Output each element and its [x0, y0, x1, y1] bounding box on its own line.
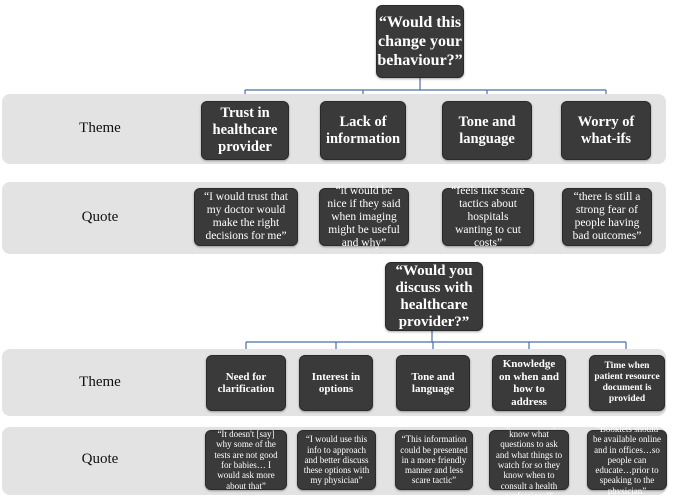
theme-band-label: Theme — [79, 374, 121, 390]
quote-text: “feels like scare tactics about hospital… — [451, 184, 525, 249]
quote-text: “I would use this info to approach and b… — [303, 434, 370, 486]
quote-band-label: Quote — [81, 209, 119, 225]
theme-box: Need for clarification — [206, 355, 286, 411]
quote-box: “it would be nice if they said when imag… — [319, 185, 409, 249]
quote-box: “there is still a strong fear of people … — [562, 188, 652, 246]
quote-box: “I would use this info to approach and b… — [297, 430, 376, 490]
theme-text: Knowledge on when and how to address — [499, 358, 559, 408]
quote-box: “I would trust that my doctor would make… — [194, 188, 298, 246]
theme-box: Worry of what-ifs — [561, 101, 651, 160]
quote-box: “Booklets should be available online and… — [587, 424, 667, 496]
quote-text: “Booklets should be available online and… — [593, 423, 661, 496]
quote-box: “feels like scare tactics about hospital… — [442, 185, 534, 249]
theme-box: Tone and language — [396, 355, 470, 411]
theme-text: Worry of what-ifs — [577, 113, 635, 147]
theme-box: Trust in healthcare provider — [201, 101, 289, 160]
theme-text: Interest in options — [311, 370, 361, 396]
quote-box: “It doesn't [say] why some of the tests … — [205, 429, 287, 491]
quote-text: “I would trust that my doctor would make… — [204, 191, 288, 242]
theme-box: Tone and language — [442, 101, 532, 160]
quote-text: “It doesn't [say] why some of the tests … — [214, 429, 278, 491]
theme-box: Time when patient resource document is p… — [589, 355, 665, 411]
question-box-behaviour: “Would this change your behaviour?” — [376, 5, 464, 78]
question-box-discuss: “Would you discuss with healthcare provi… — [385, 262, 483, 331]
theme-box: Lack of information — [320, 101, 406, 160]
quote-text: “[Patients can] know what questions to a… — [495, 418, 563, 501]
quote-box: “[Patients can] know what questions to a… — [489, 419, 569, 501]
question-text: “Would this change your behaviour?” — [377, 14, 463, 69]
theme-text: Trust in healthcare provider — [212, 105, 278, 155]
quote-box: “This information could be presented in … — [395, 430, 473, 490]
theme-text: Tone and language — [411, 370, 455, 396]
theme-text: Time when patient resource document is p… — [594, 361, 660, 404]
quote-band-label: Quote — [81, 451, 119, 467]
theme-box: Knowledge on when and how to address — [492, 355, 566, 411]
theme-box: Interest in options — [299, 355, 373, 411]
quote-text: “there is still a strong fear of people … — [572, 191, 642, 242]
theme-text: Lack of information — [325, 113, 401, 147]
theme-text: Need for clarification — [217, 370, 275, 396]
theme-text: Tone and language — [458, 113, 516, 147]
quote-text: “it would be nice if they said when imag… — [327, 184, 401, 249]
theme-band-label: Theme — [79, 120, 121, 136]
question-text: “Would you discuss with healthcare provi… — [395, 262, 473, 330]
quote-text: “This information could be presented in … — [400, 434, 468, 486]
